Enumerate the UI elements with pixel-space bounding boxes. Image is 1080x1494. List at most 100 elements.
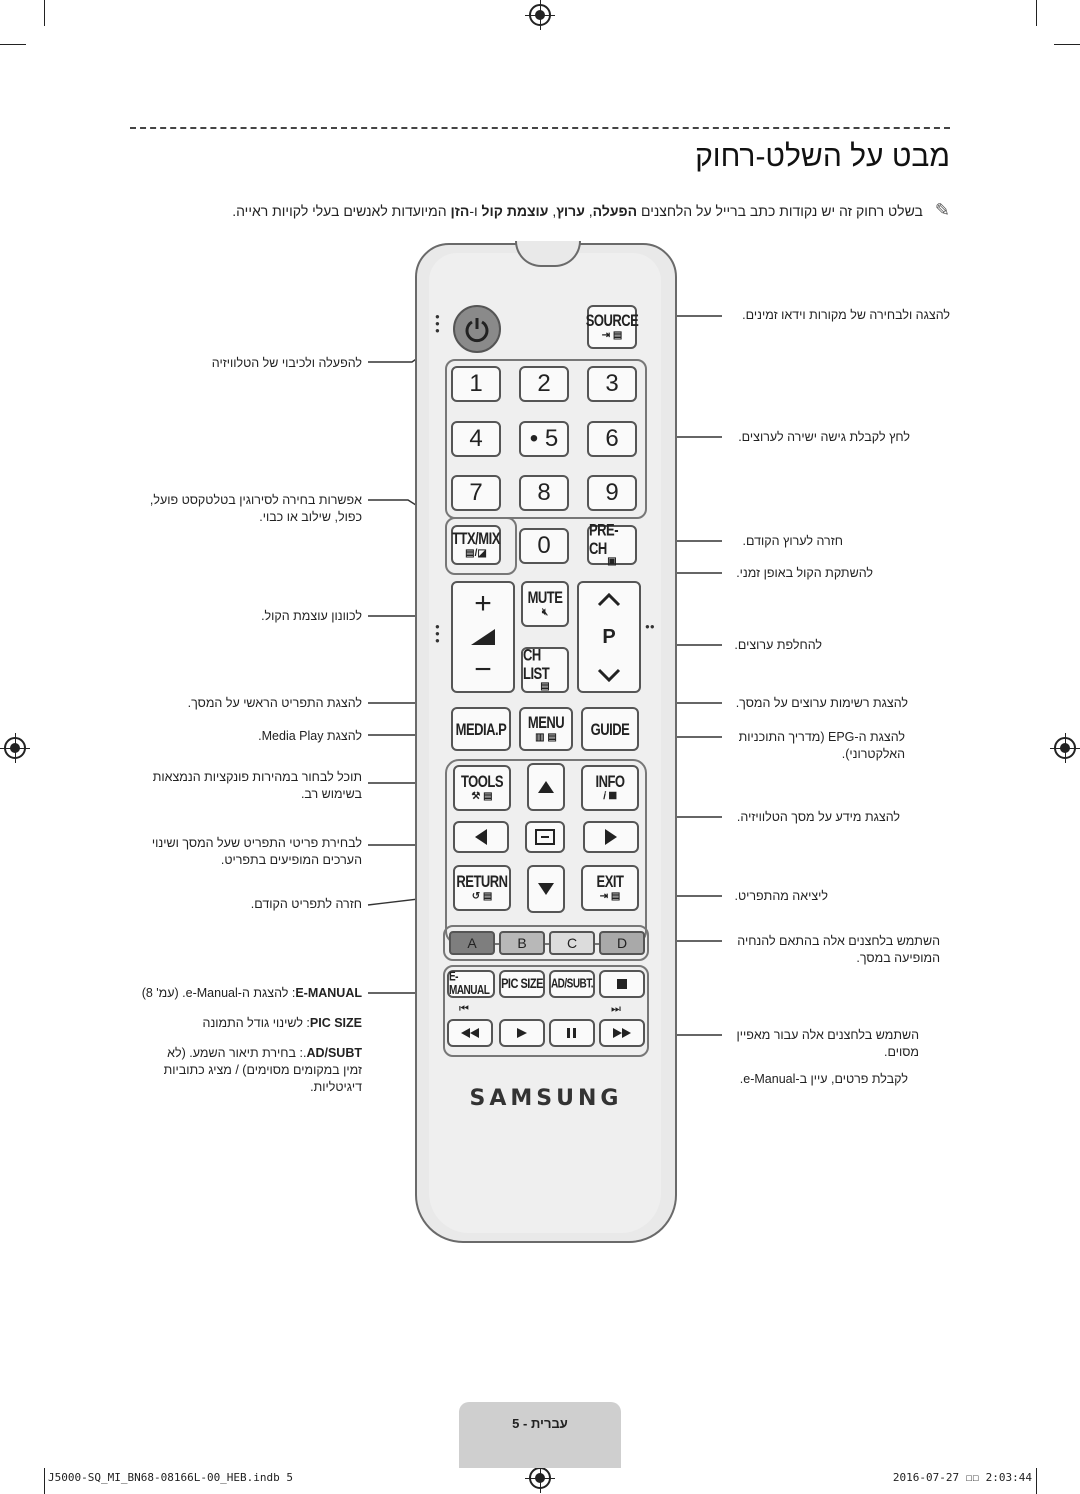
power-button[interactable] [453, 305, 501, 353]
tools-button[interactable]: TOOLS ⚒ ▤ [453, 765, 511, 811]
volume-rocker[interactable]: + − [451, 581, 515, 693]
digit-8-button[interactable]: 8 [519, 475, 569, 511]
crop-mark [1036, 0, 1037, 26]
ch-list-button[interactable]: CH LIST ▤ [521, 645, 569, 693]
rewind-button[interactable] [447, 1019, 493, 1047]
digit-7-button[interactable]: 7 [451, 475, 501, 511]
label-channel: להחלפת ערוצים. [734, 638, 822, 652]
label-volume: לכוונון עוצמת הקול. [261, 609, 362, 623]
label-emanual: E-MANUAL: להצגת ה-e-Manual. (עמ' 8) [141, 986, 362, 1000]
digit-0-button[interactable]: 0 [519, 528, 569, 564]
channel-up-icon [597, 592, 621, 606]
ttx-group [445, 517, 517, 575]
mute-button[interactable]: MUTE 🔇︎ [521, 581, 569, 627]
digit-4-button[interactable]: 4 [451, 421, 501, 457]
play-icon [517, 1028, 527, 1038]
pic-size-button[interactable]: PIC SIZE [499, 970, 545, 998]
return-button[interactable]: RETURN ↺ ▤ [453, 865, 511, 911]
e-manual-button[interactable]: E-MANUAL [447, 970, 495, 998]
teletext-icon: ▤/◪ [465, 548, 487, 559]
digit-1-button[interactable]: 1 [451, 366, 501, 402]
label-return: חזרה לתפריט הקודם. [250, 897, 362, 911]
section-divider [130, 127, 950, 129]
exit-button[interactable]: EXIT ⇥ ▤ [581, 865, 639, 911]
exit-icon: ⇥ ▤ [599, 891, 621, 902]
list-icon: ▤ [540, 680, 550, 692]
ttx-mix-button[interactable]: TTX/MIX ▤/◪ [451, 525, 501, 565]
label-power: להפעלה ולכיבוי של הטלוויזיה [211, 356, 362, 370]
crop-mark [44, 1468, 45, 1494]
channel-down-icon [597, 668, 621, 682]
pre-ch-button[interactable]: PRE-CH ▣ [587, 520, 637, 567]
input-icon: ⇥ ▤ [601, 330, 623, 341]
digit-2-button[interactable]: 2 [519, 366, 569, 402]
previous-track-icon: ⏮ [459, 1003, 469, 1015]
color-button-a[interactable]: A [449, 931, 495, 955]
volume-icon [471, 629, 495, 645]
volume-up-icon: + [474, 587, 492, 620]
up-arrow-icon [538, 781, 554, 793]
label-exit: ליציאה מהתפריט. [734, 889, 829, 903]
power-icon [465, 318, 489, 343]
label-numbers: לחץ לקבלת גישה ישירה לערוצים. [738, 430, 910, 444]
pause-button[interactable] [549, 1019, 595, 1047]
enter-icon [535, 829, 555, 845]
up-arrow-button[interactable] [527, 763, 565, 811]
label-menu: להצגת התפריט הראשי על המסך. [187, 696, 362, 710]
prech-icon: ▣ [607, 555, 617, 567]
play-button[interactable] [499, 1019, 545, 1047]
info-button[interactable]: INFO 𝑖 ▤ [581, 765, 639, 811]
return-icon: ↺ ▤ [471, 891, 493, 902]
fast-forward-icon [613, 1028, 631, 1038]
color-button-b[interactable]: B [499, 931, 545, 955]
stop-button[interactable] [599, 970, 645, 998]
rewind-icon [461, 1028, 479, 1038]
left-arrow-button[interactable] [453, 821, 509, 853]
label-mute: להשתקת הקול באופן זמני. [736, 566, 873, 580]
down-arrow-button[interactable] [527, 865, 565, 913]
menu-button[interactable]: MENU ▥ ▤ [519, 707, 573, 751]
label-picsize: PIC SIZE: לשינוי גודל התמונה [202, 1016, 362, 1030]
channel-rocker[interactable]: P [577, 581, 641, 693]
fast-forward-button[interactable] [599, 1019, 645, 1047]
digit-5-button[interactable]: • 5 [519, 421, 569, 457]
crop-mark [0, 44, 26, 45]
crop-mark [1054, 44, 1080, 45]
color-button-c[interactable]: C [549, 931, 595, 955]
tools-icon: ⚒ ▤ [471, 791, 493, 802]
right-arrow-icon [605, 829, 617, 845]
label-prech: חזרה לערוץ הקודם. [742, 534, 844, 548]
crop-mark [44, 0, 45, 26]
next-track-icon: ⏭ [611, 1003, 621, 1015]
digit-6-button[interactable]: 6 [587, 421, 637, 457]
function-buttons-group [443, 965, 649, 1057]
down-arrow-icon [538, 883, 554, 895]
guide-button[interactable]: GUIDE [581, 707, 639, 751]
pause-icon [567, 1028, 576, 1038]
left-arrow-icon [475, 829, 487, 845]
digit-3-button[interactable]: 3 [587, 366, 637, 402]
digit-9-button[interactable]: 9 [587, 475, 637, 511]
pencil-icon: ✎ [934, 200, 950, 220]
right-arrow-button[interactable] [583, 821, 639, 853]
source-button[interactable]: SOURCE ⇥ ▤ [586, 305, 639, 349]
registration-mark-top [525, 0, 555, 30]
page-number-tab: עברית - 5 [459, 1402, 621, 1468]
label-media-details: לקבלת פרטים, עיין ב-e-Manual. [739, 1072, 908, 1086]
registration-mark-right [1050, 733, 1080, 763]
samsung-logo: SAMSUNG [469, 1086, 623, 1111]
number-pad-group [445, 359, 647, 519]
label-ttx: אפשרות בחירה לסירוגין בטלטקסט פועל,כפול,… [149, 493, 362, 524]
label-source: להצגה ולבחירה של מקורות וידאו זמינים. [742, 308, 950, 322]
footer-file-info: J5000-SQ_MI_BN68-08166L-00_HEB.indb 5 [48, 1471, 294, 1484]
enter-button[interactable] [525, 821, 565, 853]
label-mediap: להצגת Media Play. [258, 729, 362, 743]
ad-subt-button[interactable]: AD/SUBT. [549, 970, 595, 998]
mute-icon: 🔇︎ [541, 607, 549, 618]
remote-control: ●●● SOURCE ⇥ ▤ 1 2 3 4 • 5 6 7 8 9 TTX/M… [415, 241, 677, 1243]
color-button-d[interactable]: D [599, 931, 645, 955]
media-p-button[interactable]: MEDIA.P [451, 707, 511, 751]
crop-mark [1036, 1468, 1037, 1494]
